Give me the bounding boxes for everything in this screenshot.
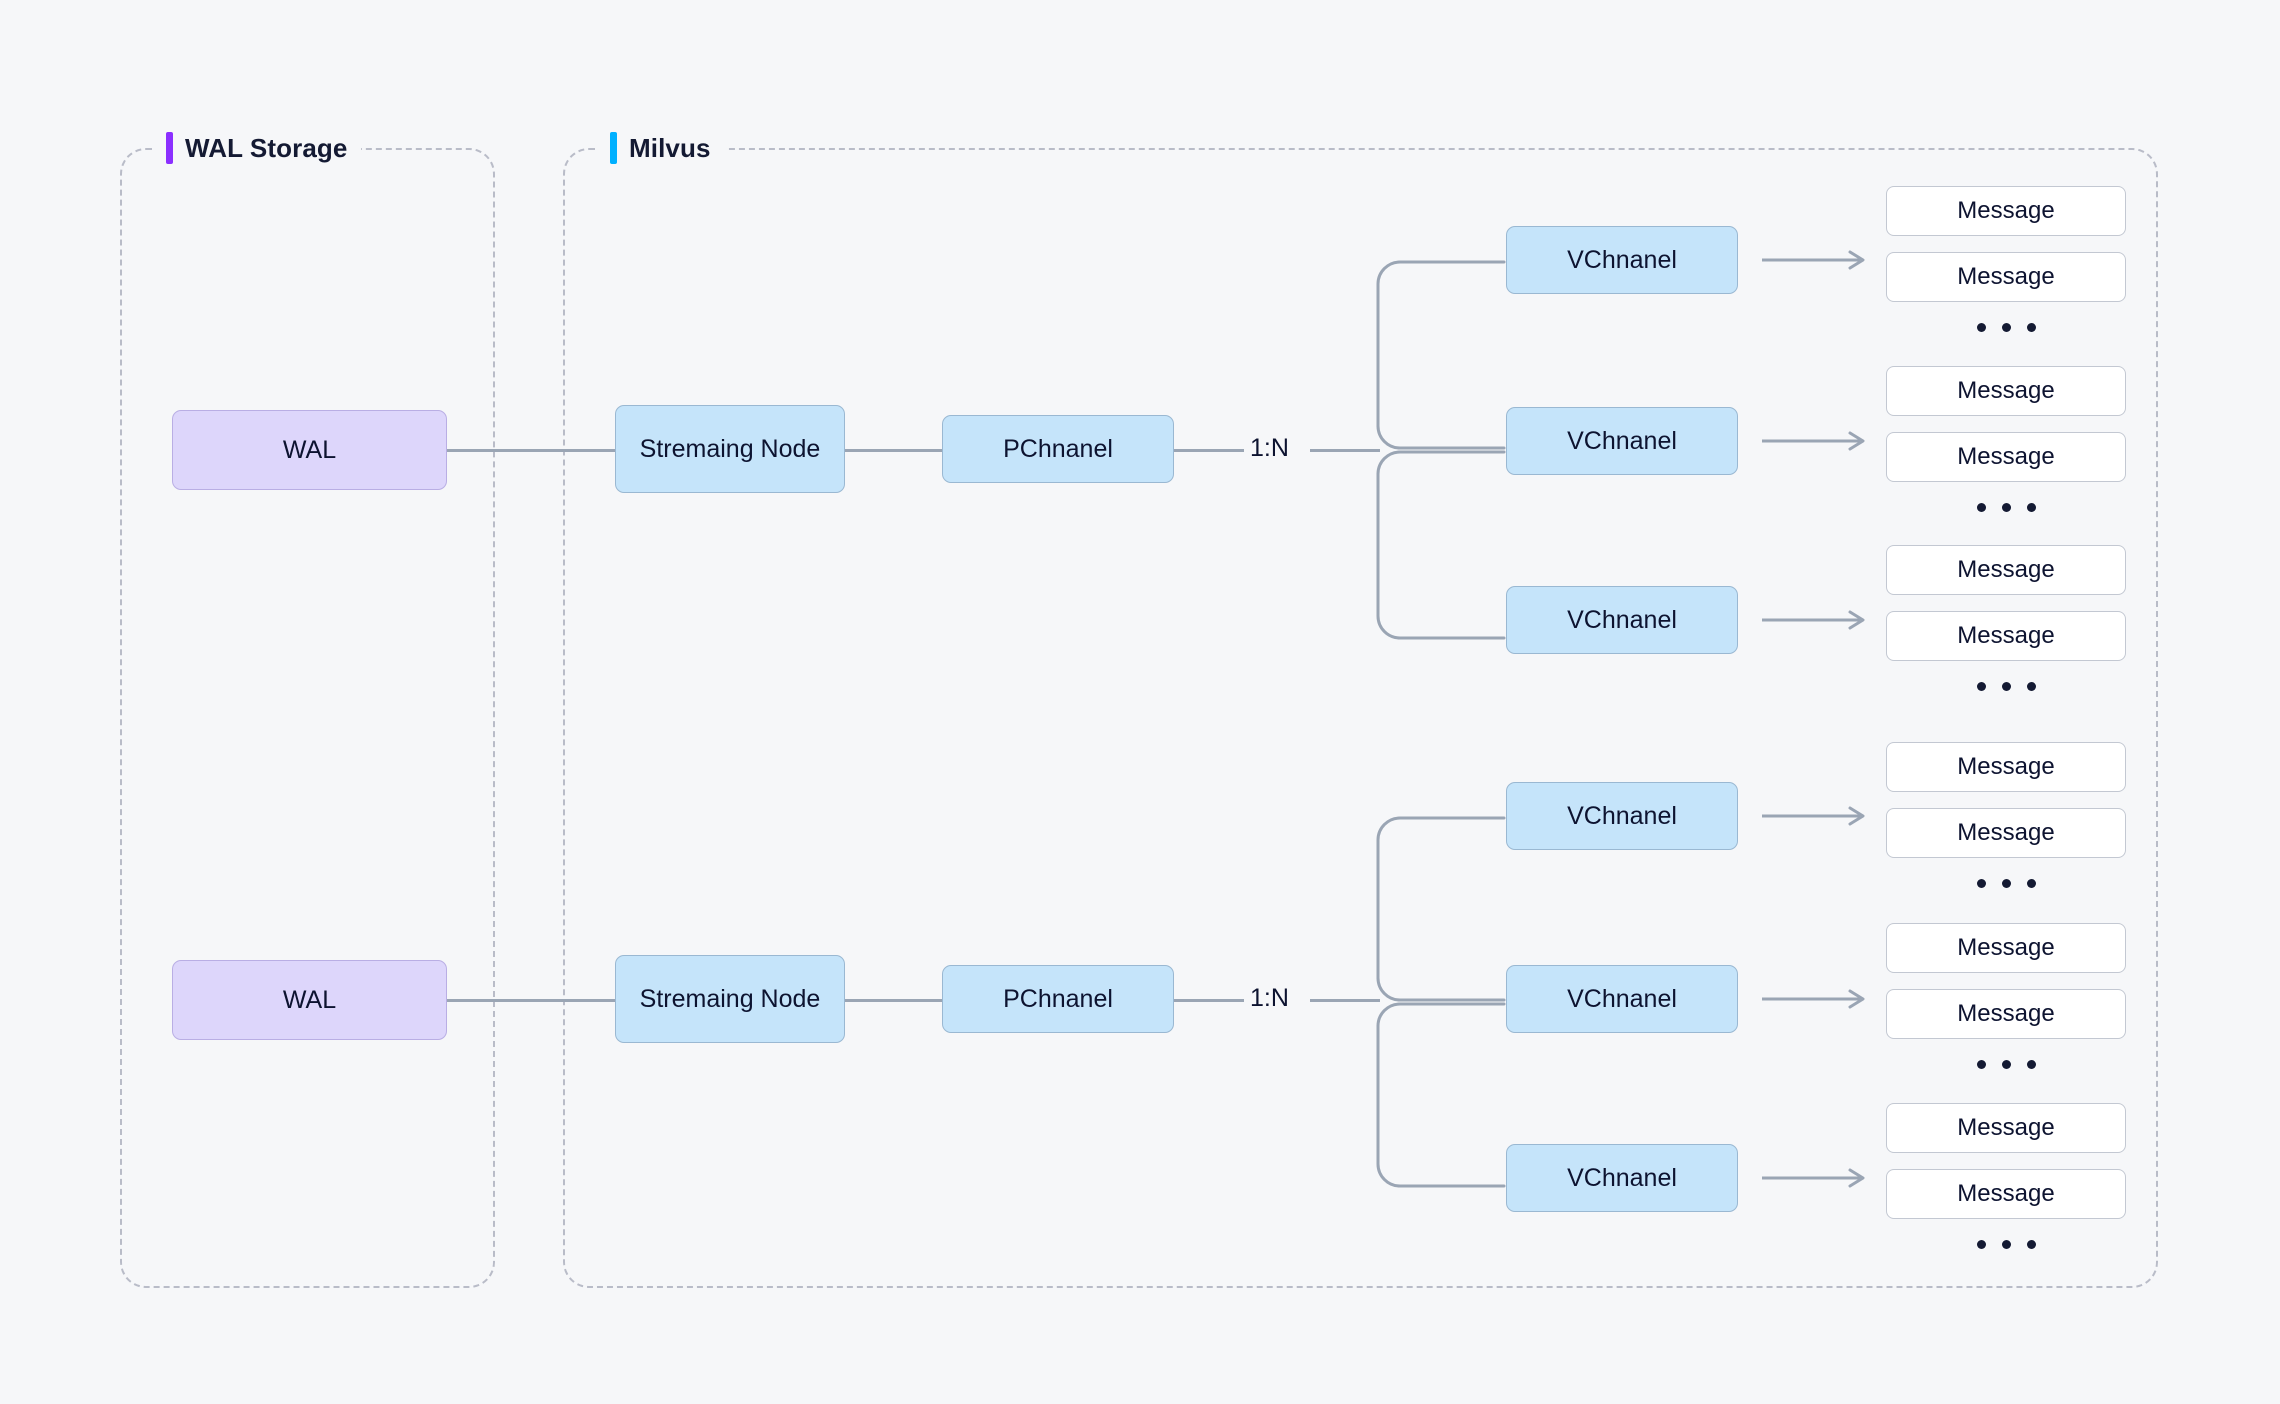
connector-fanout-to-fork-1 (1310, 449, 1380, 452)
connector-pchannel-to-fanout-1 (1174, 449, 1244, 452)
vchannel-box-1-1[interactable]: VChnanel (1506, 226, 1738, 294)
pchannel-box-2[interactable]: PChnanel (942, 965, 1174, 1033)
streaming-node-box-1[interactable]: Stremaing Node (615, 405, 845, 493)
wal-box-1[interactable]: WAL (172, 410, 447, 490)
connector-wal-to-streaming-1 (447, 449, 615, 452)
arrow-vchannel-2-2-to-message (1762, 987, 1872, 1011)
ellipsis-2-1 (1886, 872, 2126, 894)
vchannel-box-1-2[interactable]: VChnanel (1506, 407, 1738, 475)
group-label-wal-storage: WAL Storage (152, 131, 362, 165)
connector-streaming-to-pchannel-1 (845, 449, 942, 452)
ellipsis-1-2 (1886, 496, 2126, 518)
group-title-wal-storage: WAL Storage (185, 132, 348, 163)
message-box-1-2-2[interactable]: Message (1886, 432, 2126, 482)
message-box-2-1-1[interactable]: Message (1886, 742, 2126, 792)
fork-connector-2 (1376, 816, 1506, 1188)
arrow-vchannel-1-2-to-message (1762, 429, 1872, 453)
fanout-label-1: 1:N (1250, 434, 1289, 462)
connector-fanout-to-fork-2 (1310, 999, 1380, 1002)
pchannel-box-1[interactable]: PChnanel (942, 415, 1174, 483)
message-box-2-2-1[interactable]: Message (1886, 923, 2126, 973)
message-box-1-3-1[interactable]: Message (1886, 545, 2126, 595)
arrow-vchannel-2-3-to-message (1762, 1166, 1872, 1190)
ellipsis-1-3 (1886, 675, 2126, 697)
connector-pchannel-to-fanout-2 (1174, 999, 1244, 1002)
group-label-milvus: Milvus (596, 131, 725, 165)
connector-wal-to-streaming-2 (447, 999, 615, 1002)
fork-connector-1 (1376, 260, 1506, 640)
accent-bar-wal-storage (166, 132, 173, 164)
arrow-vchannel-1-1-to-message (1762, 248, 1872, 272)
connector-streaming-to-pchannel-2 (845, 999, 942, 1002)
accent-bar-milvus (610, 132, 617, 164)
streaming-node-box-2[interactable]: Stremaing Node (615, 955, 845, 1043)
message-box-1-2-1[interactable]: Message (1886, 366, 2126, 416)
arrow-vchannel-2-1-to-message (1762, 804, 1872, 828)
message-box-2-3-2[interactable]: Message (1886, 1169, 2126, 1219)
fanout-label-2: 1:N (1250, 984, 1289, 1012)
message-box-2-3-1[interactable]: Message (1886, 1103, 2126, 1153)
group-milvus (563, 148, 2158, 1288)
message-box-1-1-2[interactable]: Message (1886, 252, 2126, 302)
group-title-milvus: Milvus (629, 132, 711, 163)
group-wal-storage (120, 148, 495, 1288)
message-box-1-3-2[interactable]: Message (1886, 611, 2126, 661)
vchannel-box-2-2[interactable]: VChnanel (1506, 965, 1738, 1033)
wal-box-2[interactable]: WAL (172, 960, 447, 1040)
ellipsis-2-3 (1886, 1233, 2126, 1255)
vchannel-box-1-3[interactable]: VChnanel (1506, 586, 1738, 654)
message-box-2-1-2[interactable]: Message (1886, 808, 2126, 858)
message-box-1-1-1[interactable]: Message (1886, 186, 2126, 236)
ellipsis-2-2 (1886, 1053, 2126, 1075)
ellipsis-1-1 (1886, 316, 2126, 338)
vchannel-box-2-3[interactable]: VChnanel (1506, 1144, 1738, 1212)
message-box-2-2-2[interactable]: Message (1886, 989, 2126, 1039)
arrow-vchannel-1-3-to-message (1762, 608, 1872, 632)
vchannel-box-2-1[interactable]: VChnanel (1506, 782, 1738, 850)
